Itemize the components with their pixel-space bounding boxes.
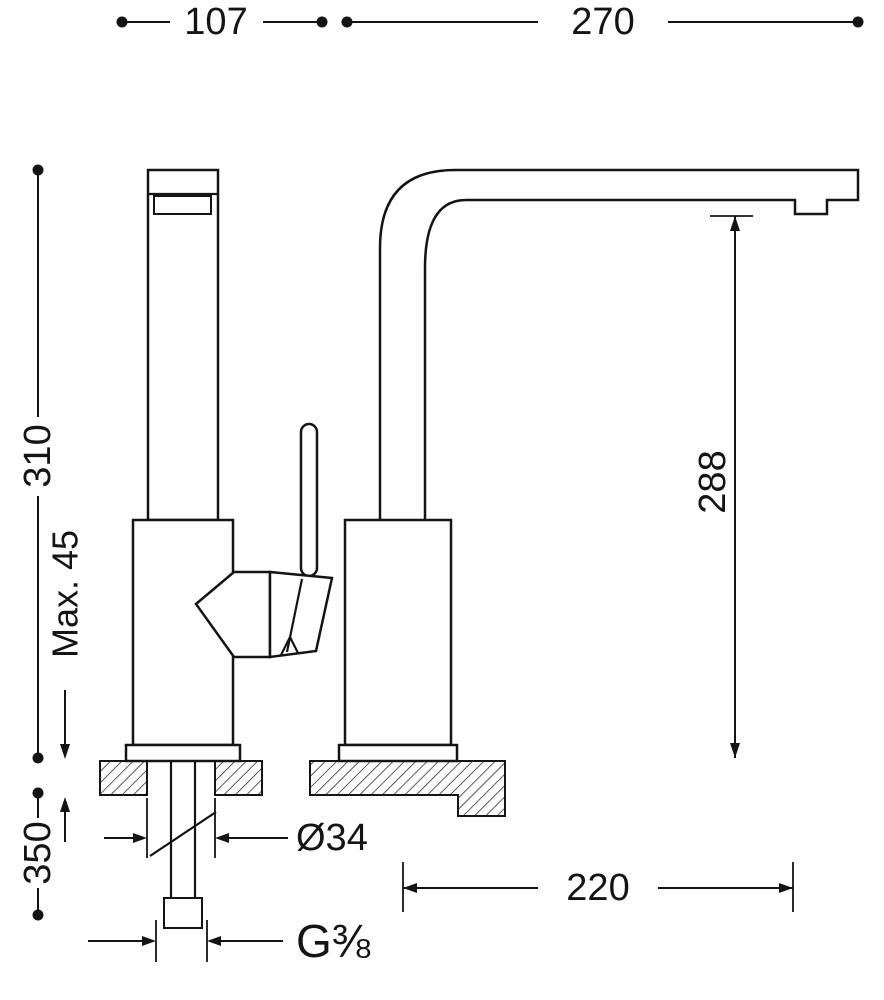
dim-max45-label: Max. 45 [45, 530, 86, 658]
dimension-107: 107 [116, 1, 328, 43]
handle-lever-base [268, 570, 334, 659]
dimension-hole-diameter: Ø34 [104, 798, 368, 859]
dim-107-label: 107 [184, 1, 247, 43]
dim-thread-label: G⅜ [296, 915, 371, 967]
dim-350-label: 350 [17, 821, 59, 884]
supply-pipe [149, 761, 217, 929]
arrowhead-right [142, 936, 156, 946]
side-base-plate [337, 743, 459, 763]
side-spout-outline [378, 168, 860, 520]
dim-220-label: 220 [566, 867, 629, 909]
faucet-side-view [337, 168, 860, 763]
dimension-220: 220 [402, 862, 794, 912]
counter-right-hatch [309, 760, 506, 817]
dim-288-label: 288 [692, 450, 734, 513]
arrowhead-right [133, 833, 147, 843]
arrowhead-up [730, 216, 740, 231]
dim-310-label: 310 [17, 424, 59, 487]
dimension-350: 350 [17, 787, 59, 921]
dimension-270: 270 [341, 1, 864, 43]
counter-left-slab [99, 760, 263, 796]
handle-notch-left [280, 636, 291, 656]
front-spout-column [146, 168, 220, 522]
dimension-288: 288 [692, 215, 753, 758]
thread-fitting [163, 897, 203, 929]
side-body [343, 518, 453, 747]
counter-left-hatch-a [99, 760, 148, 796]
handle-lever-rod [299, 422, 319, 578]
faucet-front-view [124, 168, 334, 763]
arrowhead-down [60, 744, 70, 759]
counter-left-hatch-b [214, 760, 263, 796]
arrowhead-left [215, 833, 229, 843]
dimension-thread: G⅜ [88, 915, 371, 967]
dimension-max-45: Max. 45 [45, 530, 86, 842]
front-aerator [153, 195, 212, 215]
dim-diameter-label: Ø34 [296, 817, 368, 859]
front-base-plate [124, 743, 242, 763]
handle-notch-right [289, 636, 299, 654]
dimension-310: 310 [17, 164, 59, 764]
dim-270-label: 270 [571, 1, 634, 43]
arrowhead-up [60, 797, 70, 812]
counter-right-slab [309, 760, 506, 817]
arrowhead-down [730, 743, 740, 758]
arrowhead-left [207, 936, 221, 946]
pipe-break-line [149, 811, 217, 857]
